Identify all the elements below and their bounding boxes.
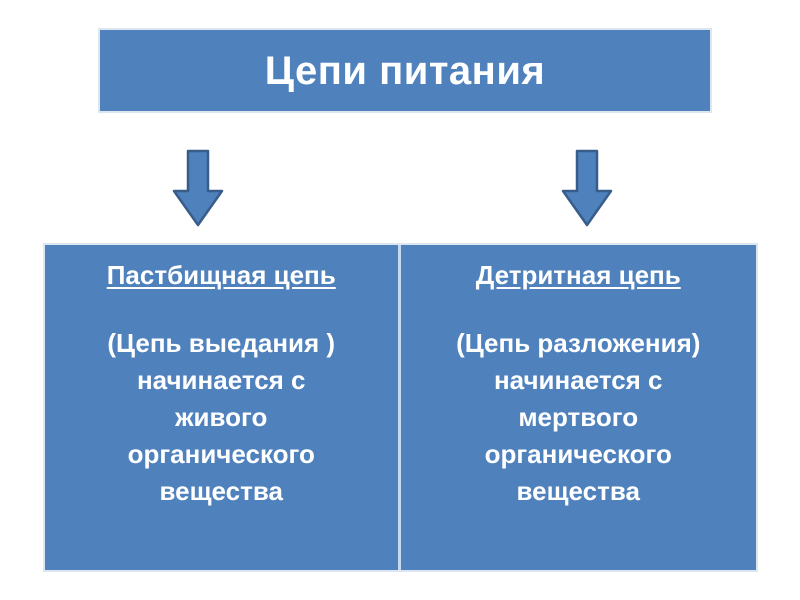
column-grazing-chain: Пастбищная цепь (Цепь выедания ) начинае… [45,245,401,570]
detritus-chain-line-2: начинается с [493,364,663,395]
detritus-chain-description: (Цепь разложения) начинается с мертвого … [456,325,700,510]
grazing-chain-line-4: органического [127,438,315,469]
grazing-chain-line-2: начинается с [136,364,306,395]
grazing-chain-line-3: живого [175,401,268,432]
detritus-chain-line-3: мертвого [518,401,639,432]
detritus-chain-line-4: органического [484,438,672,469]
grazing-chain-line-1: (Цепь выедания ) [107,327,336,358]
grazing-chain-line-5: вещества [159,475,283,506]
detritus-chain-heading: Детритная цепь [475,260,681,290]
down-arrow-right-icon [561,149,613,227]
down-arrow-left-icon [172,149,224,227]
detritus-chain-line-1: (Цепь разложения) [456,327,701,358]
grazing-chain-description: (Цепь выедания ) начинается с живого орг… [107,325,335,510]
column-detritus-chain: Детритная цепь (Цепь разложения) начинае… [401,245,757,570]
grazing-chain-heading: Пастбищная цепь [106,260,336,290]
food-chain-types-box: Пастбищная цепь (Цепь выедания ) начинае… [43,243,758,572]
page-title: Цепи питания [264,48,546,93]
detritus-chain-line-5: вещества [516,475,640,506]
title-banner: Цепи питания [98,28,712,113]
